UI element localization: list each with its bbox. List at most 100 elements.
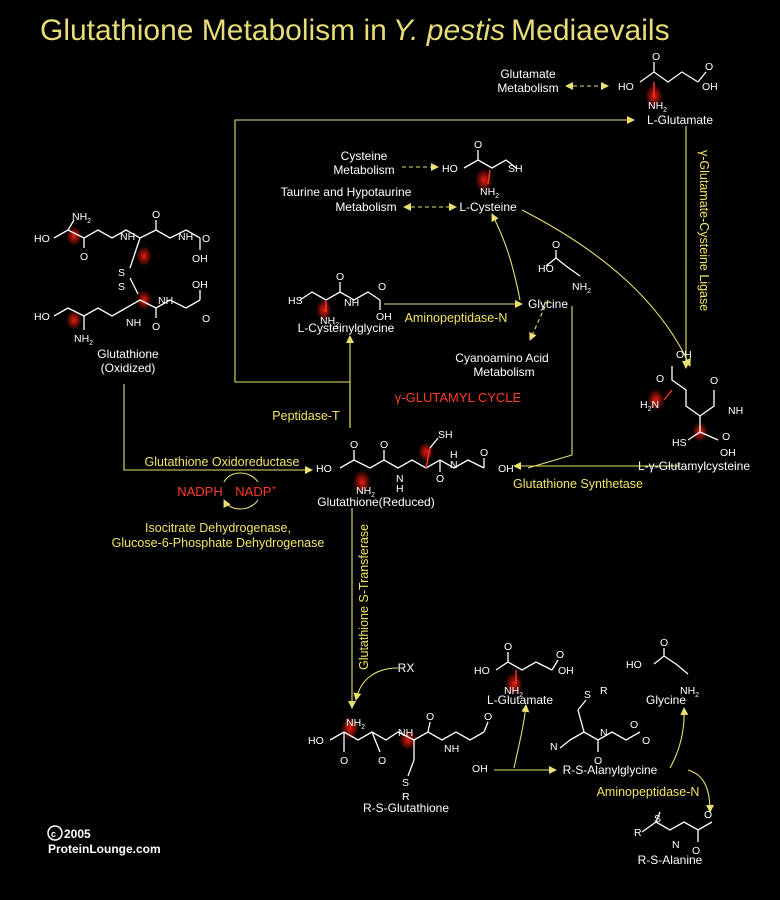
pathway-arrows [123,82,714,813]
glutathione-synthetase-label: Glutathione Synthetase [513,477,643,491]
svg-text:O: O [484,711,492,723]
svg-text:HO: HO [34,311,50,323]
rs-alanine-label: R-S-Alanine [638,853,703,867]
svg-text:OH: OH [720,447,736,459]
svg-text:NH: NH [120,231,135,243]
svg-text:NH2: NH2 [648,100,667,114]
svg-text:OH: OH [702,81,718,93]
gst-label: Glutathione S-Transferase [357,524,371,670]
svg-text:OH: OH [192,253,208,265]
l-gamma-glutamylcysteine-structure: OH O H2N O NH HS O OH [640,349,743,459]
svg-text:NH: NH [178,231,193,243]
svg-text:H: H [396,483,404,495]
cysteine-metabolism-label-1: Cysteine [341,149,388,163]
svg-text:HO: HO [538,263,554,275]
glutamate-metabolism-label-1: Glutamate [500,67,556,81]
svg-text:R: R [402,791,410,803]
svg-text:O: O [594,755,602,767]
svg-text:HO: HO [626,659,642,671]
svg-text:S: S [118,281,125,293]
nadph-label: NADPH [177,484,223,499]
svg-text:SH: SH [508,163,523,175]
dehydrogenases-label-2: Glucose-6-Phosphate Dehydrogenase [112,536,325,550]
svg-text:NH2: NH2 [680,685,699,699]
svg-text:O: O [202,313,210,325]
svg-text:O: O [630,719,638,731]
svg-text:SH: SH [438,429,453,441]
glycine-bottom-label: Glycine [646,693,686,707]
glutathione-reduced-label: Glutathione(Reduced) [317,495,434,509]
copyright-icon [47,825,63,841]
taurine-label-1: Taurine and Hypotaurine [281,185,412,199]
svg-text:HO: HO [34,233,50,245]
svg-text:O: O [656,373,664,385]
svg-text:HO: HO [308,735,324,747]
svg-text:O: O [480,447,488,459]
svg-text:OH: OH [376,311,392,323]
svg-text:OH: OH [472,763,488,775]
svg-text:HS: HS [288,295,303,307]
svg-text:O: O [80,251,88,263]
svg-text:NH2: NH2 [572,281,591,295]
copyright-year: 2005 [64,827,91,841]
aminopeptidase-n-top-label: Aminopeptidase-N [405,311,508,325]
glutamate-metabolism-label-2: Metabolism [497,81,558,95]
glycine-top-label: Glycine [528,297,568,311]
cysteine-metabolism-label-2: Metabolism [333,163,394,177]
copyright-block: c 2005 ProteinLounge.com [47,825,161,856]
rs-alanylglycine-label: R-S-Alanylglycine [563,763,658,777]
l-cysteinylglycine-label: L-Cysteinylglycine [298,321,395,335]
svg-text:O: O [652,51,660,63]
rs-alanine-structure: R S N O O [634,809,713,857]
svg-text:HO: HO [316,463,332,475]
svg-text:NH2: NH2 [356,485,375,499]
svg-text:OH: OH [498,463,514,475]
svg-text:N: N [396,473,404,485]
taurine-label-2: Metabolism [335,200,396,214]
svg-text:H: H [450,449,458,461]
svg-text:NH: NH [158,295,173,307]
dehydrogenases-label-1: Isocitrate Dehydrogenase, [145,521,291,535]
glutathione-oxidized-label-2: (Oxidized) [101,361,156,375]
peptidase-t-label: Peptidase-T [272,409,340,423]
svg-text:N: N [600,727,608,739]
svg-text:NH: NH [344,297,359,309]
svg-text:HO: HO [618,81,634,93]
svg-text:HO: HO [442,163,458,175]
svg-text:O: O [504,641,512,653]
svg-text:NH2: NH2 [346,717,365,731]
l-glutamate-top-label: L-Glutamate [647,113,713,127]
svg-text:c: c [51,829,56,839]
nadp-label: NADP+ [235,483,276,499]
svg-text:O: O [642,735,650,747]
svg-text:NH2: NH2 [72,211,91,225]
glycine-structure-bottom: HO O NH2 [626,637,699,699]
copyright-site: ProteinLounge.com [48,842,161,856]
l-glutamate-bottom-label: L-Glutamate [487,693,553,707]
cyanoamino-label-1: Cyanoamino Acid [455,351,548,365]
svg-text:O: O [705,61,713,73]
svg-text:O: O [704,809,712,821]
svg-text:O: O [710,375,718,387]
svg-text:O: O [152,209,160,221]
svg-text:HO: HO [474,665,490,677]
svg-text:NH: NH [398,727,413,739]
glutathione-oxidoreductase-label: Glutathione Oxidoreductase [145,455,300,469]
gamma-glutamyl-cycle-label: γ-GLUTAMYL CYCLE [395,390,522,405]
rs-alanylglycine-structure: S R N O N O O [550,685,650,767]
l-gamma-glutamylcysteine-label: L-γ-Glutamylcysteine [638,459,750,473]
svg-text:O: O [336,271,344,283]
svg-text:O: O [378,755,386,767]
svg-text:O: O [722,431,730,443]
glutathione-oxidized-label-1: Glutathione [97,347,159,361]
svg-text:O: O [378,281,386,293]
rx-label: RX [398,661,415,675]
svg-text:NH: NH [444,743,459,755]
svg-text:O: O [474,139,482,151]
glycine-structure-top: HO O NH2 [538,239,591,295]
svg-text:N: N [550,741,558,753]
svg-text:H2N: H2N [640,399,659,413]
svg-text:O: O [152,321,160,333]
